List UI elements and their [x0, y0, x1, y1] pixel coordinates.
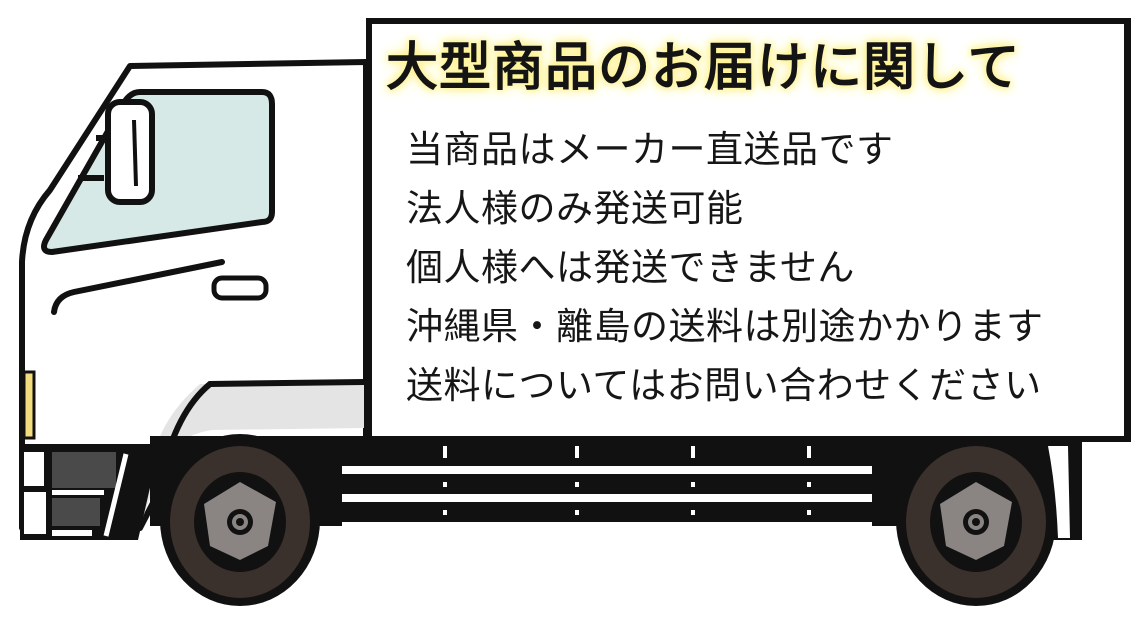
notice-line: 法人様のみ発送可能	[406, 187, 744, 230]
cargo-box	[366, 18, 1131, 442]
chassis-bolts	[443, 446, 811, 515]
marker-light	[22, 370, 36, 440]
grille-upper	[52, 452, 116, 488]
front-wheel	[160, 434, 320, 606]
door-handle	[211, 275, 269, 301]
side-mirror	[105, 99, 155, 205]
notice-lines: 当商品はメーカー直送品です 法人様のみ発送可能 個人様へは発送できません 沖縄県…	[406, 120, 1044, 415]
grille-lower	[52, 498, 100, 526]
rear-wheel	[896, 434, 1056, 606]
headlight-lower	[24, 492, 46, 534]
notice-sign: 大型商品のお届けに関して 当商品はメーカー直送品です 法人様のみ発送可能 個人様…	[372, 24, 1127, 436]
notice-line: 当商品はメーカー直送品です	[406, 128, 894, 171]
notice-line: 個人様へは発送できません	[406, 246, 855, 289]
notice-title: 大型商品のお届けに関して	[386, 38, 1021, 98]
cab-fender-panel	[142, 382, 364, 520]
headlight-upper	[24, 452, 44, 486]
notice-line: 沖縄県・離島の送料は別途かかります	[406, 305, 1044, 348]
notice-line: 送料についてはお問い合わせください	[406, 364, 1042, 407]
